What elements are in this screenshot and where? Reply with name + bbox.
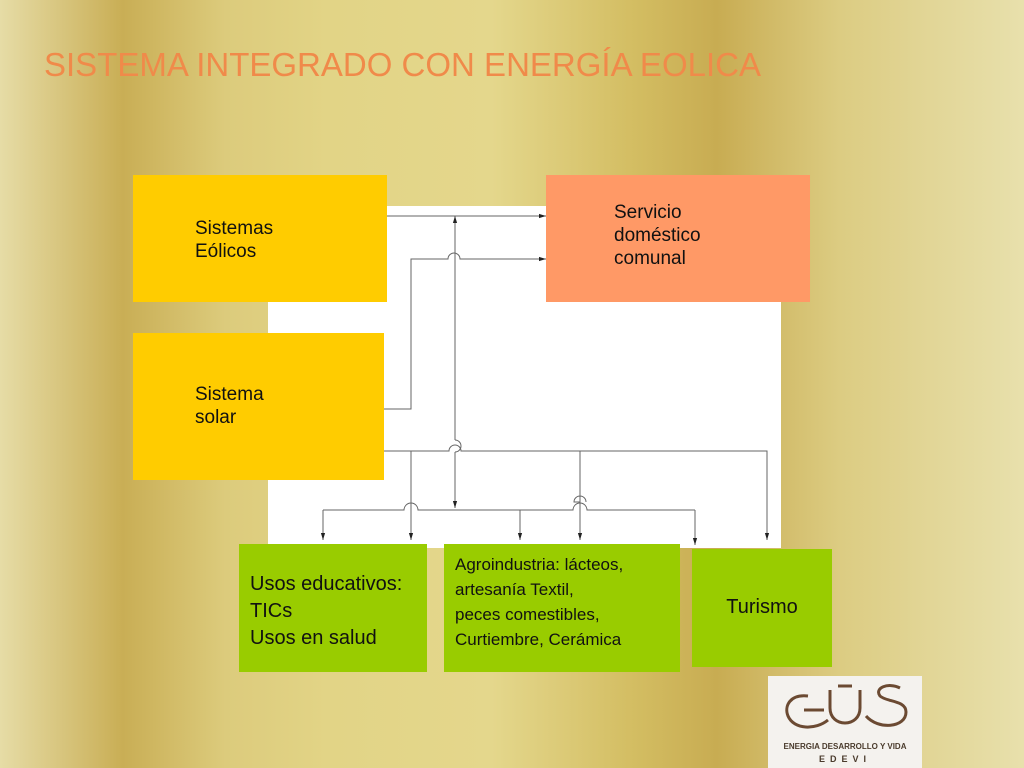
wire-solar-to-domestic [384,252,546,410]
node-tourism-line-1: Turismo [726,596,798,618]
node-solar-system: Sistema solar [133,333,384,480]
logo-text: ENERGIA DESARROLLO Y VIDA [783,742,907,751]
page-title: SISTEMA INTEGRADO CON ENERGÍA EOLICA [44,46,761,83]
node-education-line-3: Usos en salud [250,627,377,649]
node-wind-systems: Sistemas Eólicos [133,175,387,302]
node-education-line-1: Usos educativos: [250,573,403,595]
node-agro-line-3: peces comestibles, [455,605,600,624]
node-education-health: Usos educativos: TICs Usos en salud [239,544,427,672]
node-domestic-line-2: doméstico [614,225,701,246]
node-domestic-line-3: comunal [614,248,686,269]
node-domestic-line-1: Servicio [614,202,682,223]
node-agro-line-1: Agroindustria: lácteos, [455,555,624,574]
edevi-logo-mark [785,684,908,729]
wire-bus-hop [454,439,462,453]
node-agro-line-4: Curtiembre, Cerámica [455,630,622,649]
logo-abbreviation: EDEVI [818,754,871,764]
wire-lower-bus [323,502,695,511]
node-solar-line-1: Sistema [195,384,264,405]
node-domestic-service: Servicio doméstico comunal [546,175,810,302]
wire-to-tourism-a [573,451,587,503]
node-wind-line-2: Eólicos [195,241,257,262]
node-solar-line-2: solar [195,407,237,428]
node-education-line-2: TICs [250,600,293,622]
node-tourism: Turismo [692,549,832,667]
wire-distribution [384,444,770,540]
node-wind-line-1: Sistemas [195,218,274,239]
edevi-logo: ENERGIA DESARROLLO Y VIDA EDEVI [768,676,922,768]
node-agro-line-2: artesanía Textil, [455,580,574,599]
node-agroindustry: Agroindustria: lácteos, artesanía Textil… [444,544,680,672]
